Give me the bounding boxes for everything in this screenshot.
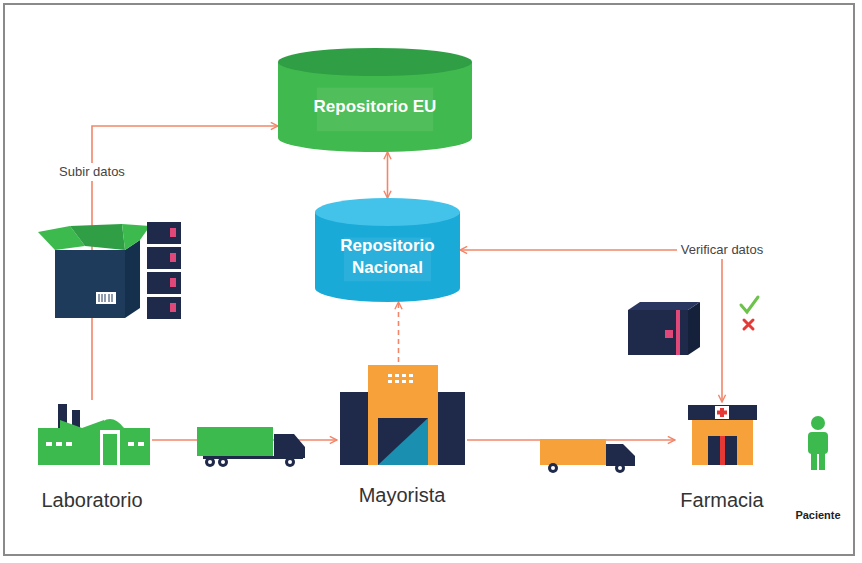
repository-name: Repositorio EU xyxy=(314,96,437,118)
facility-node: Farmacia xyxy=(675,402,769,512)
factory-illustration xyxy=(38,404,150,465)
person-node: Paciente xyxy=(790,412,846,522)
node-label: Laboratorio xyxy=(41,488,142,512)
medicine-box xyxy=(628,302,700,355)
repository-name: Repositorio Nacional xyxy=(325,235,450,279)
node-label: Farmacia xyxy=(680,488,763,512)
facility-node: Mayorista xyxy=(337,362,467,507)
node-label: Mayorista xyxy=(359,483,446,507)
warehouse-illustration xyxy=(340,365,465,465)
node-label: Paciente xyxy=(795,508,840,522)
green-truck xyxy=(197,427,305,467)
flow-connector xyxy=(387,152,389,198)
check-mark xyxy=(741,297,758,312)
person-icon xyxy=(808,416,828,470)
flow-connector xyxy=(460,250,722,402)
facility-node: Laboratorio xyxy=(32,400,152,512)
orange-truck xyxy=(540,439,635,473)
cross-mark xyxy=(744,320,753,329)
connector-label: Subir datos xyxy=(55,163,129,181)
package-illustration xyxy=(38,222,181,319)
connector-label: Verificar datos xyxy=(677,241,767,259)
repository-cylinder: Repositorio EU xyxy=(278,48,472,152)
flow-connector xyxy=(398,302,400,362)
repository-cylinder: Repositorio Nacional xyxy=(315,198,460,302)
pharmacy-illustration xyxy=(688,405,757,465)
